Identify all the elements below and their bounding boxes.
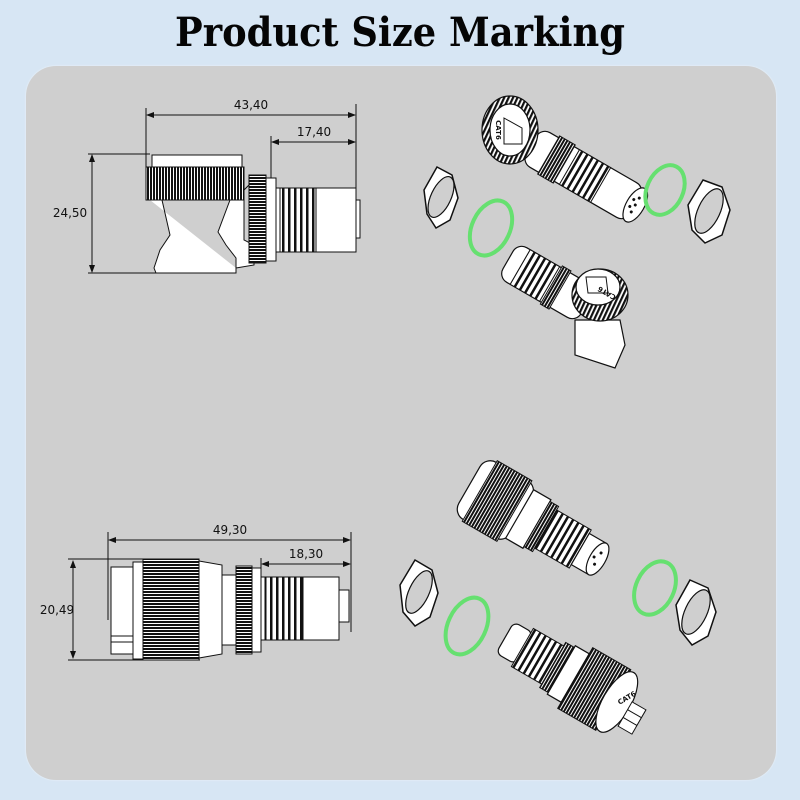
- dimension-overall-length: 43,40: [234, 98, 268, 112]
- cat6-label: CAT6: [494, 120, 502, 140]
- dimension-overall-length: 49,30: [213, 523, 247, 537]
- hex-nut: [399, 558, 439, 627]
- dimension-thread-length: 17,40: [297, 125, 331, 139]
- drawing-right-angle-connector: 43,40 17,40 24,50: [53, 98, 361, 274]
- hex-nut: [687, 179, 731, 244]
- o-ring: [467, 198, 515, 258]
- dimension-height: 24,50: [53, 206, 87, 220]
- hex-nut: [675, 579, 717, 646]
- o-ring: [632, 559, 678, 617]
- dimension-height: 20,49: [40, 603, 74, 617]
- page-title: Product Size Marking: [175, 9, 625, 56]
- drawing-straight-connector: 49,30 18,30 20,49: [40, 523, 352, 661]
- exploded-view-right-angle: CAT6 CAT6: [423, 95, 731, 369]
- exploded-view-straight: CAT6: [399, 460, 717, 735]
- o-ring: [643, 163, 687, 217]
- o-ring: [443, 595, 491, 657]
- hex-nut: [423, 165, 459, 230]
- dimension-thread-length: 18,30: [289, 547, 323, 561]
